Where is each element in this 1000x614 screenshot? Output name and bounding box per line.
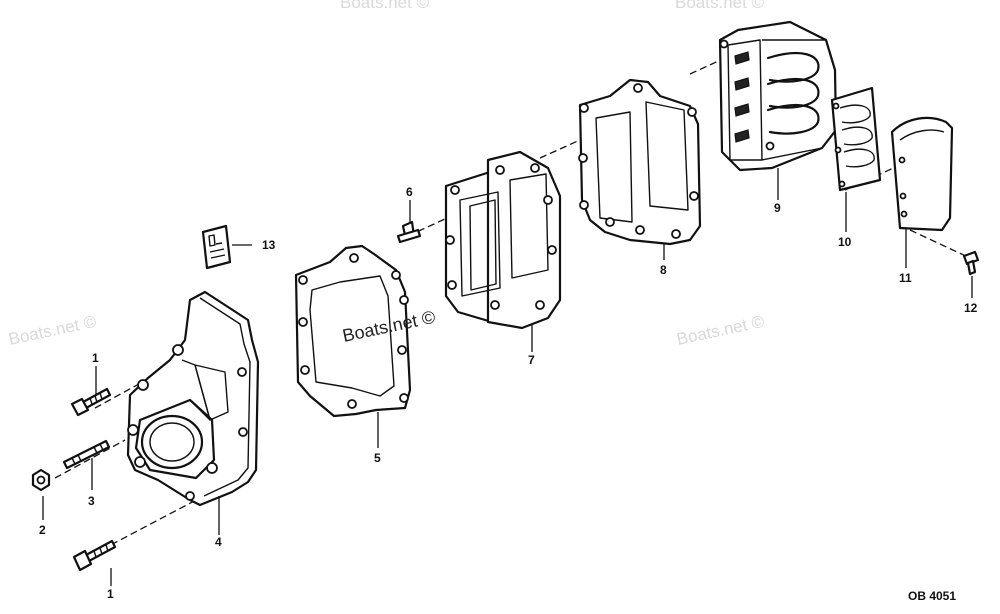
watermark-right: Boats.net © (675, 312, 767, 349)
watermark-left: Boats.net © (7, 312, 99, 349)
part-11-reed-stop (890, 116, 954, 232)
callout-10: 10 (838, 235, 852, 249)
callout-1-upper: 1 (92, 351, 99, 365)
part-10-reed (830, 86, 882, 192)
callout-6: 6 (406, 185, 413, 199)
part-9-reed-block (718, 20, 838, 172)
part-7-reed-plate (444, 150, 562, 330)
part-1-bolt-lower (72, 539, 117, 572)
part-13-decal (201, 224, 232, 270)
callout-12: 12 (964, 301, 978, 315)
callout-3: 3 (88, 494, 95, 508)
part-1-bolt-upper (70, 387, 112, 417)
callout-7: 7 (528, 353, 535, 367)
part-6-screw (396, 220, 422, 244)
callout-11: 11 (899, 271, 912, 285)
part-8-gasket (578, 78, 702, 246)
callout-5: 5 (374, 451, 381, 465)
callout-numbers: 1 2 3 4 5 6 7 8 9 10 11 12 13 1 (39, 185, 978, 601)
watermark-top-left: Boats.net © (340, 0, 430, 12)
part-12-screw (962, 250, 980, 276)
drawing-code: OB 4051 (908, 589, 956, 603)
callout-13: 13 (262, 238, 276, 252)
callout-2: 2 (39, 523, 46, 537)
callout-1-lower: 1 (107, 587, 114, 601)
watermark-top-right: Boats.net © (675, 0, 765, 12)
callout-8: 8 (660, 263, 667, 277)
callout-9: 9 (774, 201, 781, 215)
callout-4: 4 (215, 535, 222, 549)
leader-lines (42, 168, 973, 586)
part-5-gasket (294, 244, 412, 418)
part-4-adaptor-housing (126, 290, 260, 507)
part-3-stud (62, 439, 111, 470)
part-2-nut (31, 468, 51, 492)
